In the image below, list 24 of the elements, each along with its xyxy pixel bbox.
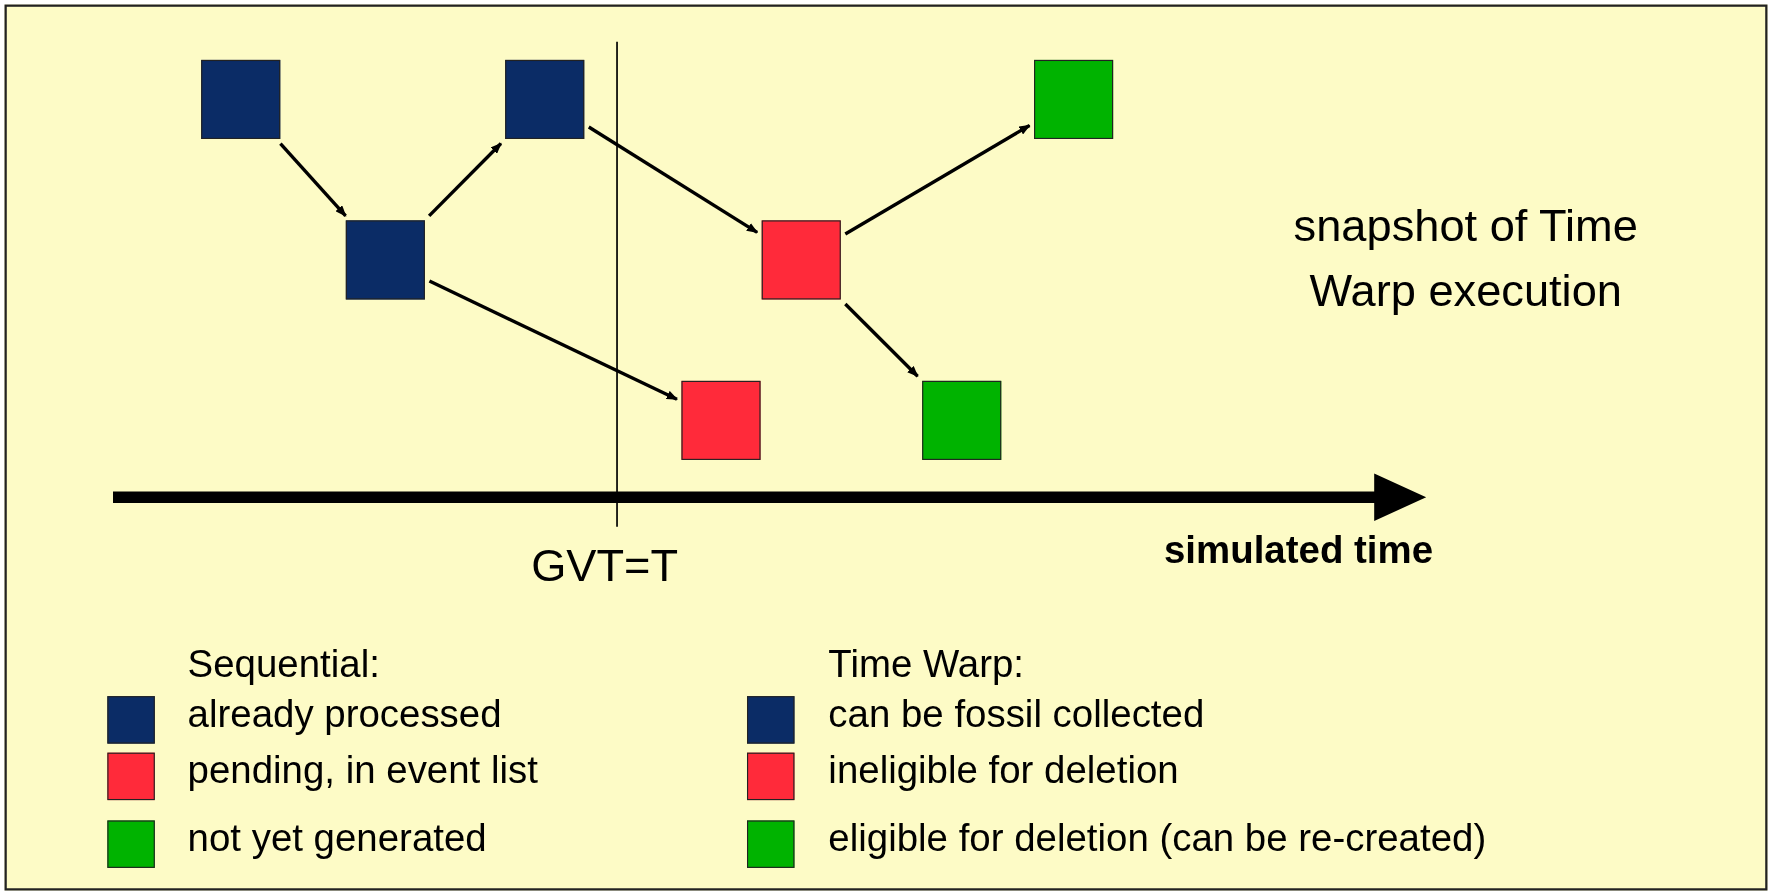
event-square <box>922 380 1002 460</box>
event-square <box>681 380 761 460</box>
legend-text: ineligible for deletion <box>828 748 1179 793</box>
caption-text: snapshot of Time Warp execution <box>1292 199 1639 318</box>
arrow <box>844 123 1031 236</box>
legend-text: already processed <box>187 691 502 736</box>
legend-text: pending, in event list <box>187 748 538 793</box>
legend-text: not yet generated <box>187 815 487 860</box>
arrow <box>844 302 919 378</box>
legend-text: eligible for deletion (can be re-created) <box>828 815 1487 860</box>
legend-heading: Time Warp: <box>828 641 1025 686</box>
event-square <box>345 220 425 300</box>
event-square <box>1034 59 1114 139</box>
legend-text: can be fossil collected <box>828 691 1205 736</box>
arrow <box>279 142 347 217</box>
legend-heading: Sequential: <box>187 641 380 686</box>
event-square <box>505 59 585 139</box>
arrow <box>587 125 759 234</box>
event-square <box>201 59 281 139</box>
axis-label: simulated time <box>1164 527 1434 572</box>
arrow <box>427 142 503 218</box>
arrow <box>428 279 678 401</box>
time-marker-label: GVT=T <box>531 540 679 592</box>
event-square <box>761 220 841 300</box>
